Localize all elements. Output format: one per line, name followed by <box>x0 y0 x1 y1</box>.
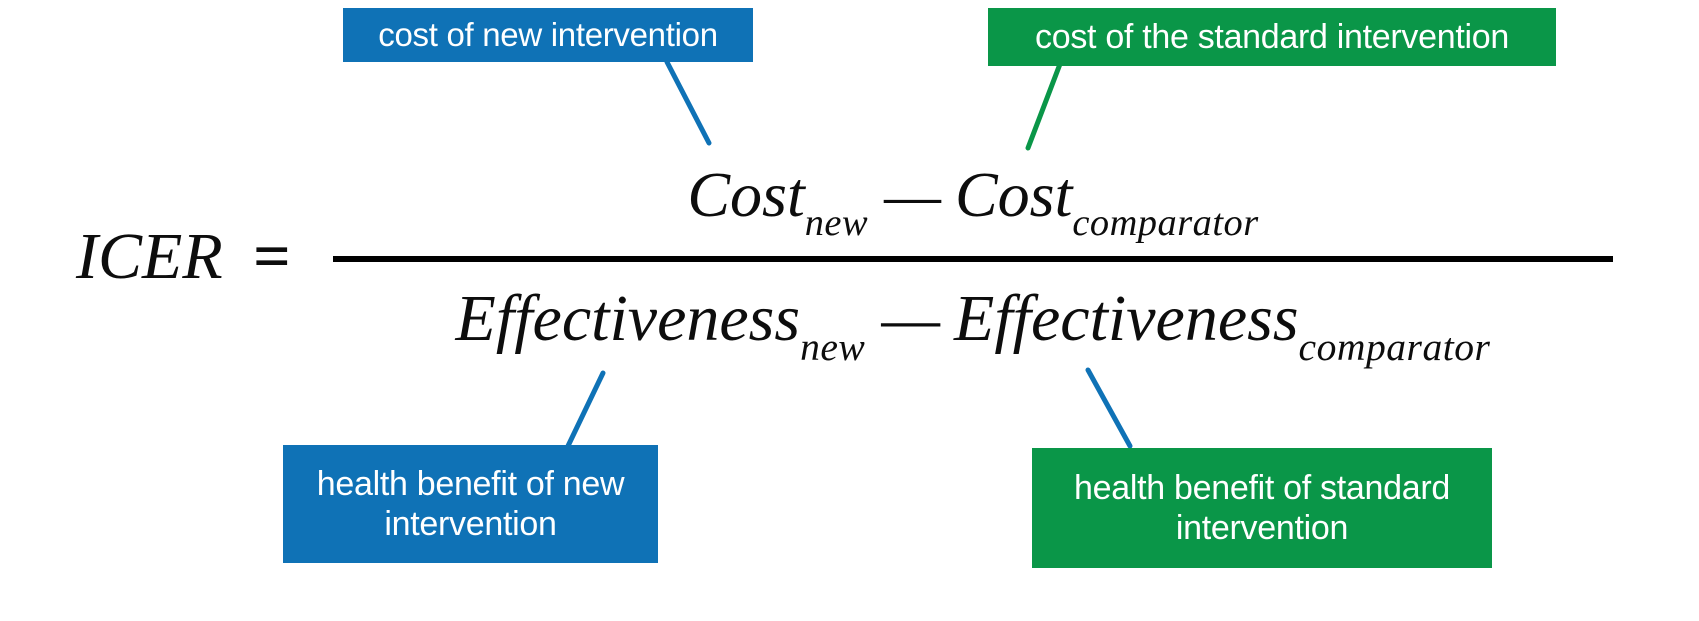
formula-lhs: ICER = <box>76 224 291 290</box>
cost-standard-label-text: cost of the standard intervention <box>1035 17 1509 56</box>
connector-effectiveness-comparator-line <box>1085 367 1133 449</box>
denominator-sub1: new <box>800 324 866 369</box>
numerator-term2: Cost <box>954 159 1073 230</box>
cost-standard-label-box: cost of the standard intervention <box>988 8 1556 66</box>
cost-new-label-text: cost of new intervention <box>378 16 718 53</box>
connector-effectiveness-new-line <box>565 370 606 449</box>
denominator-sub2: comparator <box>1298 324 1491 369</box>
benefit-standard-label-line2: intervention <box>1175 509 1349 547</box>
fraction-bar <box>333 256 1613 262</box>
denominator-term1: Effectiveness <box>455 282 801 355</box>
numerator-sub2: comparator <box>1072 202 1259 245</box>
benefit-standard-label-line1: health benefit of standard <box>1074 468 1450 507</box>
formula-denominator: Effectivenessnew—Effectivenesscomparator <box>333 286 1613 367</box>
cost-new-label-box: cost of new intervention <box>343 8 753 62</box>
numerator-minus-sign: — <box>884 159 941 230</box>
formula-numerator: Costnew—Costcomparator <box>333 163 1613 243</box>
benefit-new-label-line1: health benefit of new <box>316 464 625 503</box>
benefit-standard-label-box: health benefit of standard intervention <box>1032 448 1492 568</box>
connector-cost-new-line <box>664 59 712 146</box>
denominator-term2: Effectiveness <box>954 282 1299 355</box>
benefit-new-label-box: health benefit of new intervention <box>283 445 658 563</box>
numerator-term1: Cost <box>687 159 805 230</box>
formula-equals-sign: = <box>253 220 291 293</box>
denominator-minus-sign: — <box>881 282 940 355</box>
connector-cost-comparator-line <box>1025 61 1063 151</box>
benefit-new-label-line2: intervention <box>384 505 557 543</box>
formula-icer-text: ICER <box>76 220 223 293</box>
numerator-sub1: new <box>804 202 869 245</box>
